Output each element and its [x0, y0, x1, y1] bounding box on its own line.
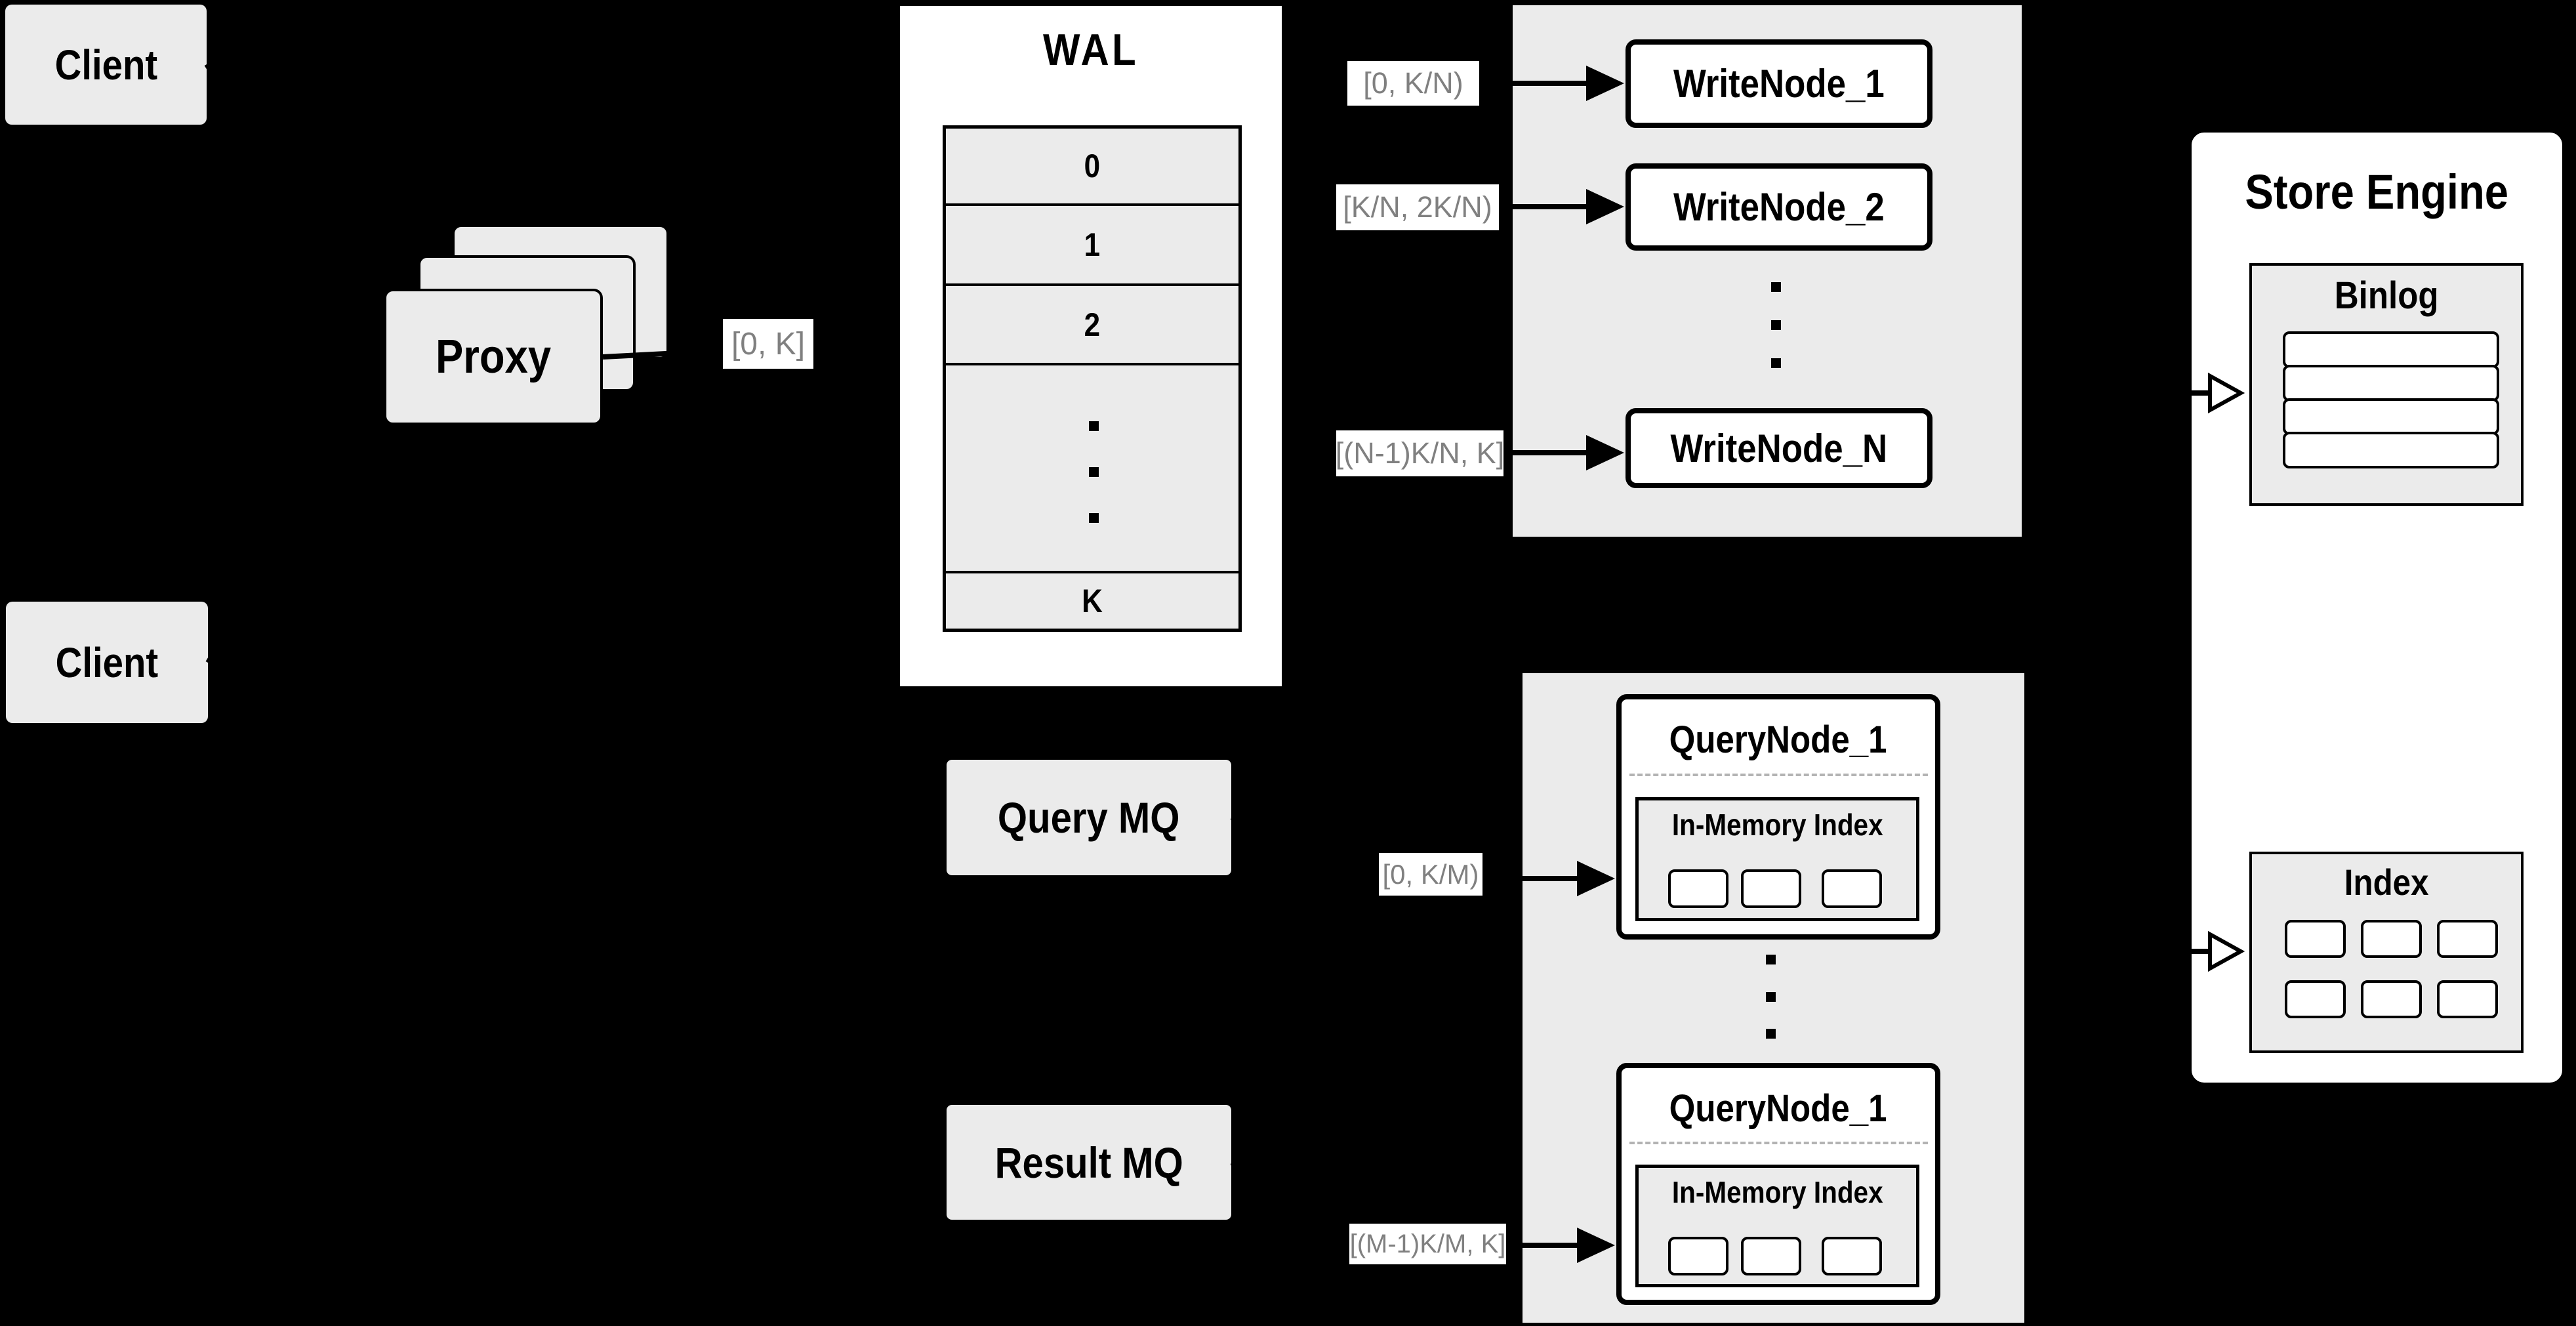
index-cell-1: [2285, 920, 2346, 958]
write-node-2-label: WriteNode_2: [1673, 185, 1885, 229]
range-label-proxy-wal-text: [0, K]: [731, 326, 806, 362]
range-label-query-1: [0, K/M): [1379, 853, 1482, 896]
binlog-row-1: [2283, 331, 2499, 368]
imi-2-cell-2: [1741, 1237, 1801, 1275]
client-top-label: Client: [54, 41, 157, 89]
wal-row-1-label: 1: [1084, 226, 1101, 263]
range-label-write-1-text: [0, K/N): [1363, 66, 1463, 100]
write-group-ellipsis-dot-2: [1771, 320, 1781, 330]
query-mq-label: Query MQ: [998, 793, 1180, 842]
range-label-query-2: [(M-1)K/M, K]: [1349, 1224, 1506, 1264]
query-node-1-title: QueryNode_1: [1669, 718, 1887, 761]
range-label-write-3: [(N-1)K/N, K]: [1335, 430, 1505, 476]
range-label-query-2-text: [(M-1)K/M, K]: [1349, 1229, 1506, 1258]
query-group-ellipsis-dot-3: [1766, 1029, 1776, 1039]
binlog-row-3: [2283, 398, 2499, 435]
wal-row-k-label: K: [1082, 583, 1103, 619]
store-engine-box: Store Engine Binlog Index: [2188, 129, 2566, 1086]
imi-2-cell-3: [1822, 1237, 1882, 1275]
index-box: Index: [2249, 852, 2524, 1053]
proxy-card-front: Proxy: [384, 289, 603, 425]
wal-title-wrap: WAL: [900, 24, 1282, 75]
result-mq-label: Result MQ: [994, 1138, 1183, 1187]
query-node-1-separator: [1629, 774, 1928, 776]
client-box-bottom: Client: [6, 602, 208, 723]
wal-row-2-label: 2: [1084, 306, 1101, 343]
wal-ellipsis-dot-2: [1089, 467, 1099, 477]
query-group-ellipsis-dot-2: [1766, 992, 1776, 1002]
range-label-proxy-wal: [0, K]: [723, 319, 813, 369]
wal-row-0-label: 0: [1084, 148, 1101, 184]
imi-2-cell-1: [1668, 1237, 1728, 1275]
write-node-n-label: WriteNode_N: [1670, 426, 1888, 470]
wal-box: WAL 0 1 2 K: [896, 2, 1286, 690]
index-cell-6: [2437, 980, 2498, 1018]
binlog-title: Binlog: [2334, 274, 2439, 317]
result-mq-box: Result MQ: [947, 1105, 1231, 1220]
binlog-row-2: [2283, 365, 2499, 402]
binlog-box: Binlog: [2249, 263, 2524, 506]
wal-title: WAL: [1042, 25, 1139, 75]
write-node-1-label: WriteNode_1: [1673, 62, 1885, 106]
wal-row-1: 1: [946, 206, 1238, 286]
index-cell-5: [2361, 980, 2422, 1018]
index-cell-2: [2361, 920, 2422, 958]
in-memory-index-2-label: In-Memory Index: [1671, 1175, 1883, 1209]
binlog-row-4: [2283, 432, 2499, 468]
in-memory-index-2: In-Memory Index: [1635, 1165, 1919, 1287]
write-node-1: WriteNode_1: [1625, 39, 1932, 128]
query-node-2-title: QueryNode_1: [1669, 1087, 1887, 1130]
write-node-2: WriteNode_2: [1625, 163, 1932, 251]
query-node-2: QueryNode_1 In-Memory Index: [1616, 1063, 1940, 1305]
client-box-top: Client: [5, 5, 207, 125]
range-label-write-2-text: [K/N, 2K/N): [1343, 190, 1492, 224]
wal-row-k: K: [946, 573, 1238, 629]
query-mq-box: Query MQ: [947, 760, 1231, 875]
in-memory-index-1: In-Memory Index: [1635, 797, 1919, 921]
wal-row-2: 2: [946, 286, 1238, 365]
proxy-to-wal-arrowhead: [857, 327, 893, 361]
index-cell-3: [2437, 920, 2498, 958]
index-cell-4: [2285, 980, 2346, 1018]
write-group-ellipsis-dot-1: [1771, 282, 1781, 292]
proxy-label: Proxy: [435, 331, 552, 383]
range-label-write-3-text: [(N-1)K/N, K]: [1335, 436, 1505, 470]
write-node-n: WriteNode_N: [1625, 408, 1932, 488]
wal-ellipsis-dot-1: [1089, 421, 1099, 431]
range-label-query-1-text: [0, K/M): [1382, 858, 1479, 890]
store-engine-title: Store Engine: [2245, 165, 2509, 219]
query-node-2-separator: [1629, 1142, 1928, 1144]
wal-ellipsis-dot-3: [1089, 513, 1099, 523]
range-label-write-1: [0, K/N): [1347, 61, 1479, 106]
wal-row-ellipsis: [946, 365, 1238, 573]
write-group-ellipsis-dot-3: [1771, 358, 1781, 368]
index-title: Index: [2344, 861, 2429, 903]
imi-1-cell-1: [1668, 869, 1728, 908]
query-node-1: QueryNode_1 In-Memory Index: [1616, 694, 1940, 940]
in-memory-index-1-label: In-Memory Index: [1671, 808, 1883, 842]
range-label-write-2: [K/N, 2K/N): [1336, 184, 1499, 230]
imi-1-cell-3: [1822, 869, 1882, 908]
query-group-ellipsis-dot-1: [1766, 955, 1776, 964]
client-bottom-label: Client: [55, 638, 159, 686]
wal-table: 0 1 2 K: [943, 125, 1242, 632]
imi-1-cell-2: [1741, 869, 1801, 908]
wal-row-0: 0: [946, 129, 1238, 206]
